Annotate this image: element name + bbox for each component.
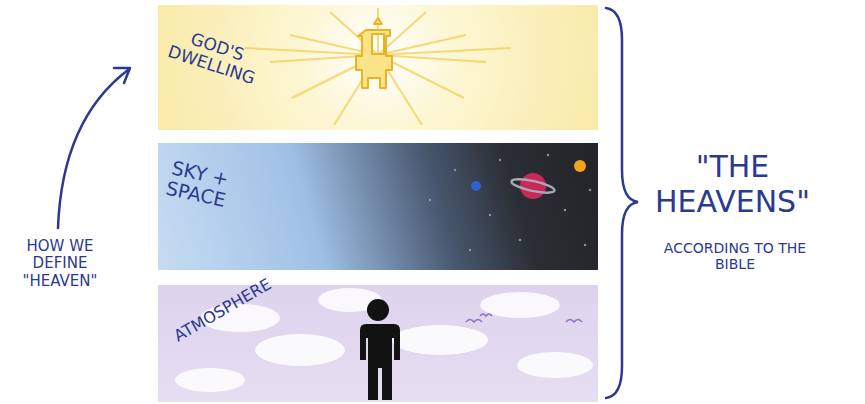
person-body — [360, 324, 400, 400]
heaven-band: ATMOSPHERE — [158, 285, 598, 402]
star — [547, 154, 549, 156]
bird — [480, 314, 492, 316]
birds — [466, 314, 582, 322]
band-title: SKY + SPACE — [163, 157, 232, 211]
pointer-arrow — [58, 70, 128, 228]
person-silhouette — [360, 299, 400, 400]
sky-background — [158, 143, 598, 270]
star — [469, 249, 471, 251]
curly-bracket — [606, 8, 638, 398]
person-head — [367, 299, 389, 321]
bird — [566, 320, 582, 323]
star — [454, 169, 456, 171]
star — [499, 159, 501, 161]
blue-planet — [471, 181, 481, 191]
cloud — [480, 292, 560, 318]
planet-ring — [510, 177, 555, 196]
cloud — [255, 334, 345, 366]
star — [489, 214, 491, 216]
star — [519, 239, 521, 241]
side-note: HOW WE DEFINE "HEAVEN" — [10, 238, 110, 290]
heaven-band: SKY + SPACE — [158, 143, 598, 270]
ringed-planet — [520, 173, 546, 199]
star — [564, 209, 566, 211]
heaven-band: GOD'S DWELLING — [158, 5, 598, 130]
stars — [429, 154, 591, 251]
bracket-subtitle: ACCORDING TO THE BIBLE — [655, 240, 815, 272]
ray — [245, 48, 378, 55]
arrow-head — [114, 68, 130, 83]
cloud — [392, 325, 488, 355]
orange-planet — [574, 160, 586, 172]
ray — [378, 48, 511, 55]
band-title: ATMOSPHERE — [162, 270, 283, 350]
ray — [378, 55, 486, 62]
light-rays — [245, 8, 511, 125]
bird — [466, 320, 482, 323]
bracket-title: "THE HEAVENS" — [640, 150, 825, 219]
band-title: GOD'S DWELLING — [156, 21, 272, 91]
star — [429, 199, 431, 201]
star — [589, 189, 591, 191]
star — [584, 244, 586, 246]
throne-symbol — [356, 18, 392, 88]
cloud — [517, 352, 593, 378]
cloud — [175, 368, 245, 392]
